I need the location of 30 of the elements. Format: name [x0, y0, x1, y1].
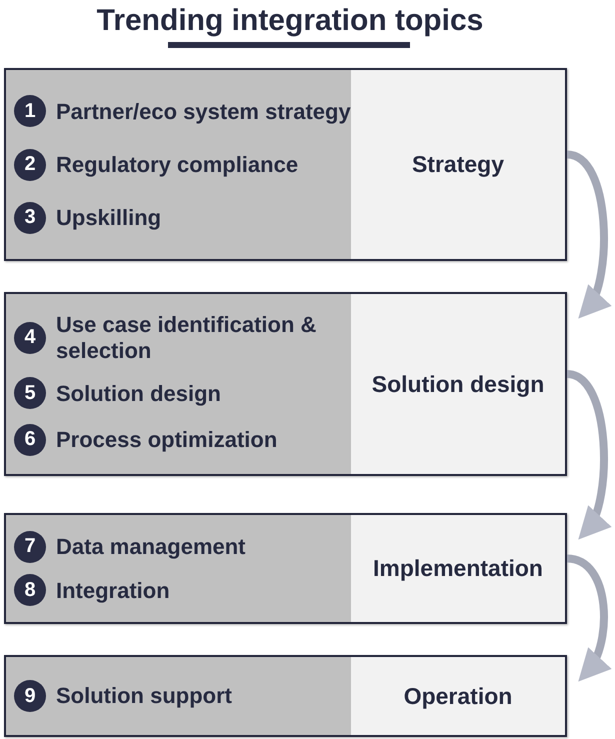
- stage-label: Strategy: [410, 150, 506, 179]
- curved-arrow: [566, 150, 611, 320]
- number-badge: 8: [14, 574, 46, 606]
- number-badge: 7: [14, 530, 46, 563]
- topic-text: Process optimization: [56, 426, 278, 452]
- title: Trending integration topics: [96, 4, 484, 38]
- number-badge: 1: [14, 95, 46, 128]
- number-badge: 5: [14, 377, 46, 410]
- curved-arrow: [566, 370, 611, 542]
- stage-panel: [4, 655, 567, 737]
- stage-label: Operation: [402, 682, 514, 711]
- topic-text: Upskilling: [56, 205, 162, 230]
- number-badge: 9: [14, 680, 46, 712]
- number-badge: 4: [14, 322, 46, 354]
- number-badge: 6: [14, 424, 46, 456]
- stage-label: Implementation: [372, 554, 544, 583]
- topic-text: Regulatory compliance: [56, 152, 298, 178]
- number-badge: 2: [14, 148, 46, 180]
- stage-panel: [4, 68, 567, 261]
- curved-arrow: [566, 554, 612, 683]
- number-badge: 3: [14, 202, 46, 234]
- topic-text: Solution design: [56, 380, 221, 406]
- topic-text: Integration: [56, 578, 170, 603]
- topic-text: Data management: [56, 534, 246, 560]
- stage-panel: [4, 292, 567, 476]
- topic-text: Use case identification & selection: [56, 312, 318, 363]
- stage-panel: [4, 513, 567, 624]
- topic-text: Partner/eco system strategy: [56, 98, 351, 124]
- stage-label: Solution design: [370, 370, 546, 399]
- topic-text: Solution support: [56, 683, 232, 709]
